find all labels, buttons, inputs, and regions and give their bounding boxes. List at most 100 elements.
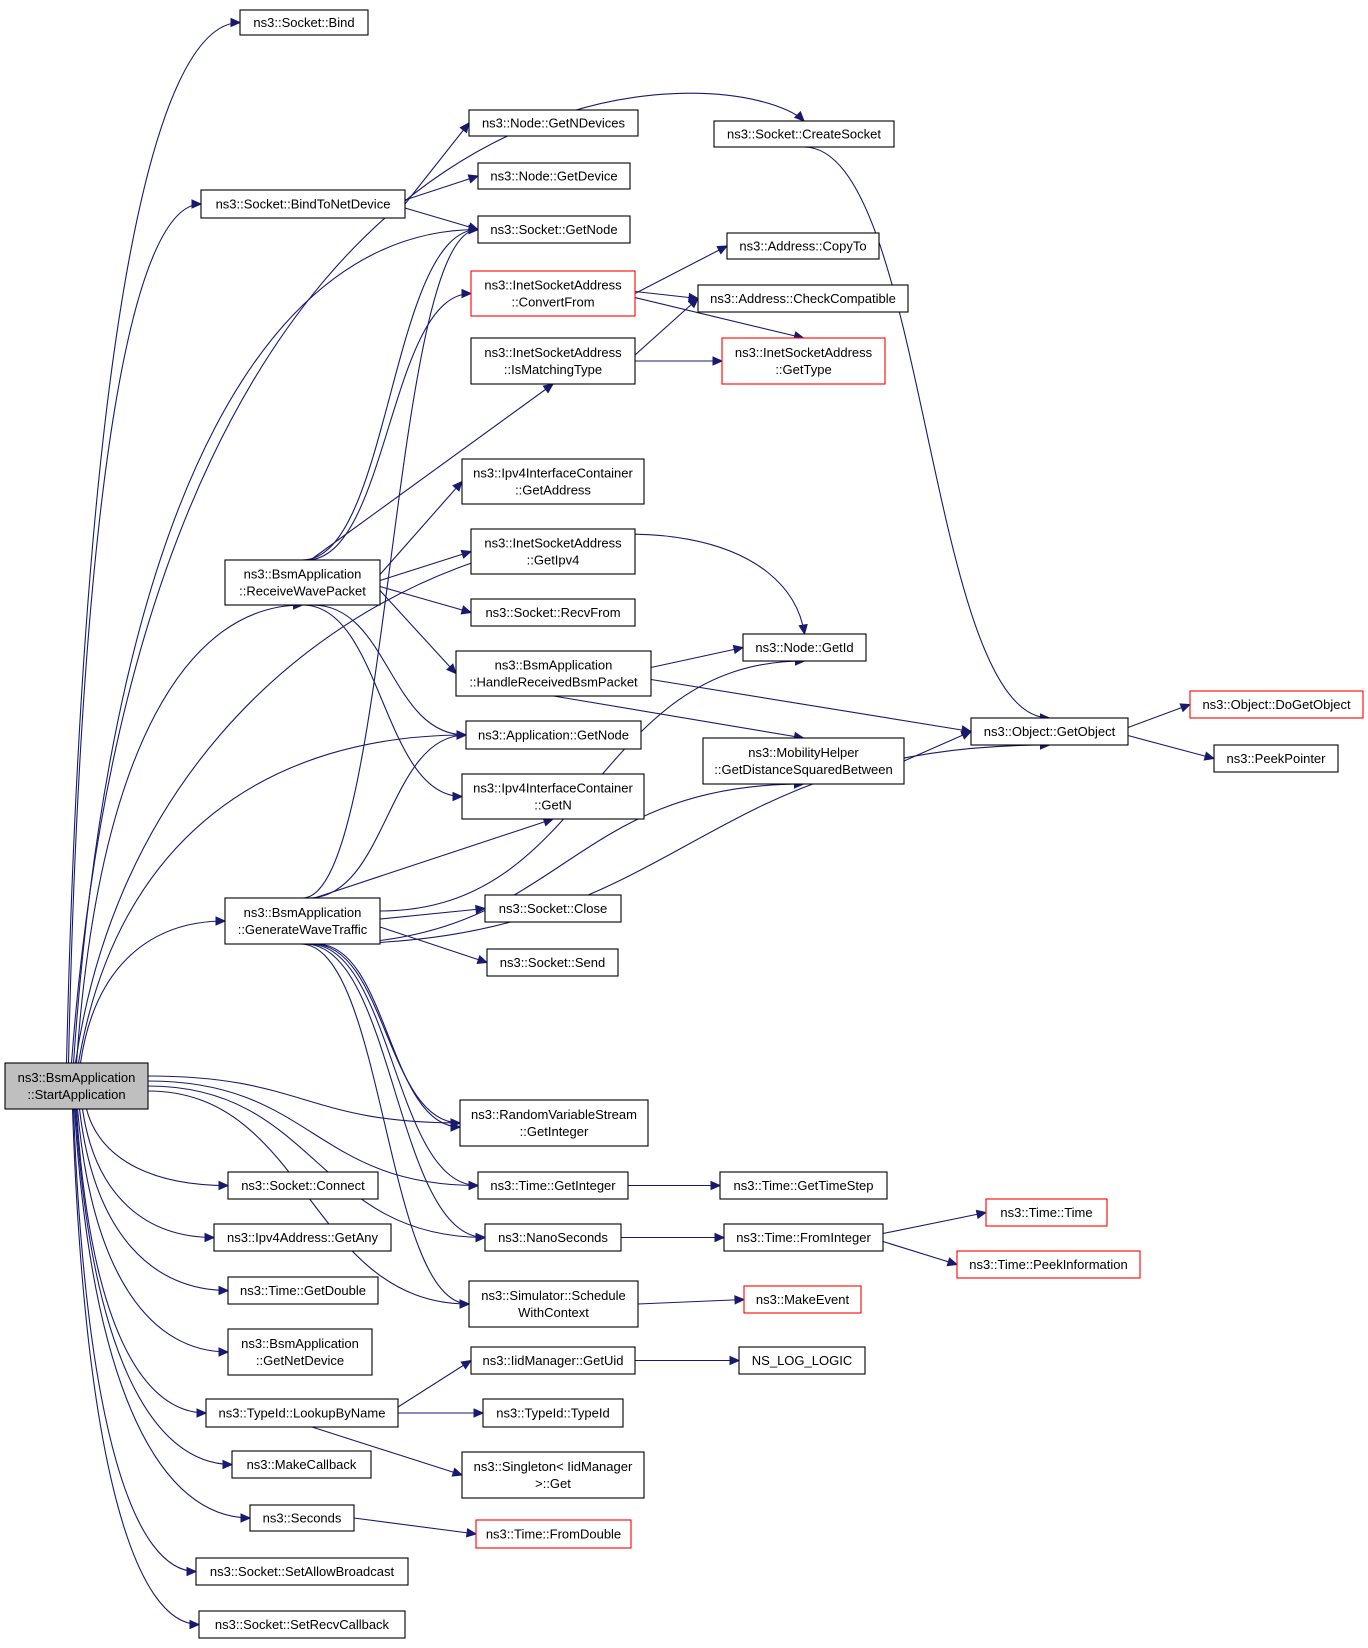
node-box [224,559,381,606]
node-setAllowBroadcast[interactable]: ns3::Socket::SetAllowBroadcast [195,1557,409,1586]
node-ipv4GetAddress[interactable]: ns3::Ipv4InterfaceContainer::GetAddress [461,458,645,505]
node-box [484,1223,622,1252]
node-getDevice[interactable]: ns3::Node::GetDevice [477,162,631,190]
node-receiveWavePacket[interactable]: ns3::BsmApplication::ReceiveWavePacket [224,559,381,606]
node-makeCallback[interactable]: ns3::MakeCallback [231,1450,372,1479]
node-start[interactable]: ns3::BsmApplication::StartApplication [4,1062,149,1110]
edge-start-to-nodeGetId [74,533,806,1064]
node-seconds[interactable]: ns3::Seconds [249,1504,355,1532]
edge-receiveWavePacket-to-convertFrom [306,292,472,561]
edge-bindToNetDevice-to-socketGetNode [404,207,479,231]
node-box [459,1099,649,1147]
node-getTimeStep[interactable]: ns3::Time::GetTimeStep [719,1171,888,1200]
node-ipv4GetN[interactable]: ns3::Ipv4InterfaceContainer::GetN [461,773,645,820]
edge-start-to-timeGetInteger [147,1080,479,1187]
node-peekPointer[interactable]: ns3::PeekPointer [1213,744,1339,773]
node-makeEvent[interactable]: ns3::MakeEvent [743,1285,862,1314]
node-getNDevices[interactable]: ns3::Node::GetNDevices [468,109,639,137]
edge-start-to-bindToNetDevice-arrowhead [191,199,203,209]
node-socketGetNode[interactable]: ns3::Socket::GetNode [477,215,631,244]
node-addrCopyTo[interactable]: ns3::Address::CopyTo [726,232,880,260]
edge-generateWaveTraffic-to-socketSend-arrowhead [476,954,489,965]
edge-generateWaveTraffic-to-appGetNode [308,734,467,899]
node-lookupByName[interactable]: ns3::TypeId::LookupByName [205,1398,399,1428]
node-singletonGet[interactable]: ns3::Singleton< IidManager>::Get [461,1451,645,1499]
node-nsLogLogic[interactable]: NS_LOG_LOGIC [738,1346,866,1375]
node-isMatchingType[interactable]: ns3::InetSocketAddress::IsMatchingType [470,337,636,385]
node-mobilityDist[interactable]: ns3::MobilityHelper::GetDistanceSquaredB… [702,737,905,785]
edge-bindToNetDevice-to-getNDevices-arrowhead [459,122,470,134]
node-setRecvCallback[interactable]: ns3::Socket::SetRecvCallback [198,1610,406,1639]
edge-receiveWavePacket-to-isMatchingType-arrowhead [542,383,554,394]
edge-handleReceivedBsm-to-nodeGetId [650,646,744,669]
node-label: ns3::Socket::Close [499,901,607,916]
edge-generateWaveTraffic-to-nanoSeconds-arrowhead [475,1232,487,1243]
node-box [4,1062,149,1110]
node-label: ns3::Time::GetDouble [240,1283,366,1298]
node-getIpv4[interactable]: ns3::InetSocketAddress::GetIpv4 [470,528,636,575]
node-box [455,650,652,697]
node-label: ::ConvertFrom [511,295,594,310]
node-label: ns3::Socket::RecvFrom [485,605,620,620]
node-box [477,1171,629,1200]
edge-generateWaveTraffic-to-socketGetNode-arrowhead [468,224,480,235]
edge-createSocket-to-getObject [803,146,1050,719]
node-getUid[interactable]: ns3::IidManager::GetUid [470,1346,636,1375]
node-typeIdTypeId[interactable]: ns3::TypeId::TypeId [482,1398,624,1428]
edge-start-to-setRecvCallback [71,1108,200,1626]
node-timeGetInteger[interactable]: ns3::Time::GetInteger [477,1171,629,1200]
node-socketSend[interactable]: ns3::Socket::Send [486,948,619,977]
node-label: ns3::Socket::CreateSocket [727,127,881,142]
node-appGetNode[interactable]: ns3::Application::GetNode [465,720,642,750]
node-getObject[interactable]: ns3::Object::GetObject [970,717,1129,746]
node-ipv4GetAny[interactable]: ns3::Ipv4Address::GetAny [213,1223,392,1252]
node-label: NS_LOG_LOGIC [752,1353,852,1368]
node-fromInteger[interactable]: ns3::Time::FromInteger [723,1223,884,1252]
node-convertFrom[interactable]: ns3::InetSocketAddress::ConvertFrom [470,270,636,317]
edge-start-to-timeGetDouble-arrowhead [218,1285,230,1296]
node-recvFrom[interactable]: ns3::Socket::RecvFrom [470,598,636,627]
node-box [486,948,619,977]
node-label: ns3::InetSocketAddress [484,536,622,551]
edge-generateWaveTraffic-to-appGetNode-arrowhead [456,730,468,740]
node-getType[interactable]: ns3::InetSocketAddress::GetType [721,337,886,385]
edge-generateWaveTraffic-to-timeGetInteger-arrowhead [468,1180,480,1191]
node-socketConnect[interactable]: ns3::Socket::Connect [227,1171,379,1200]
edge-isMatchingType-to-checkCompatible [634,298,699,356]
node-box [1189,690,1364,719]
node-nanoSeconds[interactable]: ns3::NanoSeconds [484,1223,622,1252]
node-box [719,1171,888,1200]
edge-start-to-socketGetNode [72,228,479,1064]
node-fromDouble[interactable]: ns3::Time::FromDouble [475,1519,632,1549]
edge-receiveWavePacket-to-ipv4GetAddress [379,481,463,575]
node-peekInformation[interactable]: ns3::Time::PeekInformation [956,1250,1141,1279]
node-label: ns3::BsmApplication [18,1070,136,1085]
edge-generateWaveTraffic-to-socketGetNode [302,228,479,899]
node-createSocket[interactable]: ns3::Socket::CreateSocket [713,120,895,148]
node-checkCompatible[interactable]: ns3::Address::CheckCompatible [697,284,909,313]
node-box [470,270,636,317]
node-generateWaveTraffic[interactable]: ns3::BsmApplication::GenerateWaveTraffic [224,897,381,945]
node-doGetObject[interactable]: ns3::Object::DoGetObject [1189,690,1364,719]
node-randomGetInteger[interactable]: ns3::RandomVariableStream::GetInteger [459,1099,649,1147]
node-label: ns3::Node::GetId [755,640,853,655]
edge-bindToNetDevice-to-getDevice-arrowhead [467,174,480,184]
edge-nanoSeconds-to-fromInteger-arrowhead [714,1232,726,1243]
node-box [239,9,369,36]
node-getNetDevice[interactable]: ns3::BsmApplication::GetNetDevice [227,1328,373,1376]
edge-getUid-to-nsLogLogic-arrowhead [729,1355,741,1366]
node-box [465,720,642,750]
edge-start-to-receiveWavePacket [75,604,303,1064]
node-box [227,1276,379,1305]
node-nodeGetId[interactable]: ns3::Node::GetId [742,633,867,662]
node-box [470,1346,636,1375]
node-timeGetDouble[interactable]: ns3::Time::GetDouble [227,1276,379,1305]
node-handleReceivedBsm[interactable]: ns3::BsmApplication::HandleReceivedBsmPa… [455,650,652,697]
edge-getObject-to-peekPointer-arrowhead [1203,751,1216,761]
node-bindToNetDevice[interactable]: ns3::Socket::BindToNetDevice [200,189,406,219]
node-timeTime[interactable]: ns3::Time::Time [985,1198,1108,1227]
node-bind[interactable]: ns3::Socket::Bind [239,9,369,36]
node-socketClose[interactable]: ns3::Socket::Close [484,894,622,923]
edge-start-to-bind-arrowhead [230,17,242,28]
